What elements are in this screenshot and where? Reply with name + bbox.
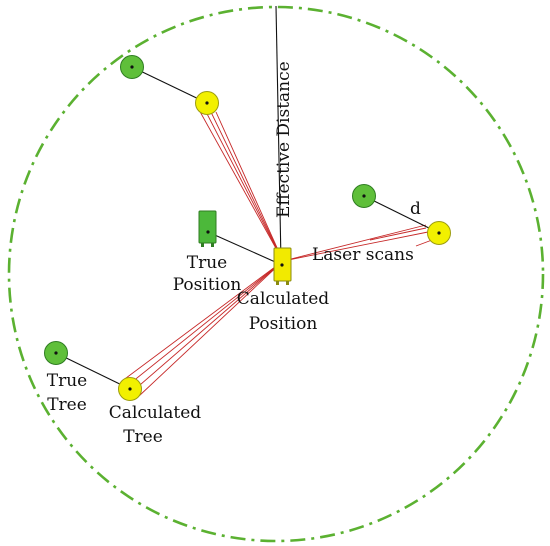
- calculated-tree-label-line2: Tree: [123, 427, 163, 447]
- laser-scans: [121, 107, 433, 397]
- true-position-label-line1: True: [187, 253, 227, 273]
- true-tree-label-line1: True: [47, 371, 87, 391]
- effective-range-circle: [7, 5, 545, 543]
- scan-bundle-bottom-tree: [121, 260, 284, 397]
- error-links: [55, 66, 440, 390]
- true-position-label-line2: Position: [173, 275, 242, 295]
- calculated-position-label-line2: Position: [249, 314, 318, 334]
- link-right-tree: [363, 195, 440, 234]
- laser-scans-label: Laser scans: [312, 245, 414, 265]
- effective-distance-line: [275, 5, 282, 263]
- true-tree-label-line2: Tree: [47, 395, 87, 415]
- link-bottom-tree: [55, 352, 131, 390]
- link-robot: [207, 231, 283, 266]
- calculated-tree-label-line1: Calculated: [109, 403, 202, 423]
- scan-bundle-right-tree: [282, 224, 433, 262]
- effective-distance-label: Effective Distance: [274, 61, 294, 218]
- robot-calculated-position-icon: [273, 247, 292, 285]
- calculated-position-label-line1: Calculated: [237, 289, 330, 309]
- robot-true-position-icon: [198, 210, 217, 247]
- distance-d-label: d: [410, 199, 421, 219]
- center-dots: [54, 65, 441, 391]
- scan-bundle-top-tree: [197, 107, 284, 262]
- link-top-tree: [131, 66, 208, 104]
